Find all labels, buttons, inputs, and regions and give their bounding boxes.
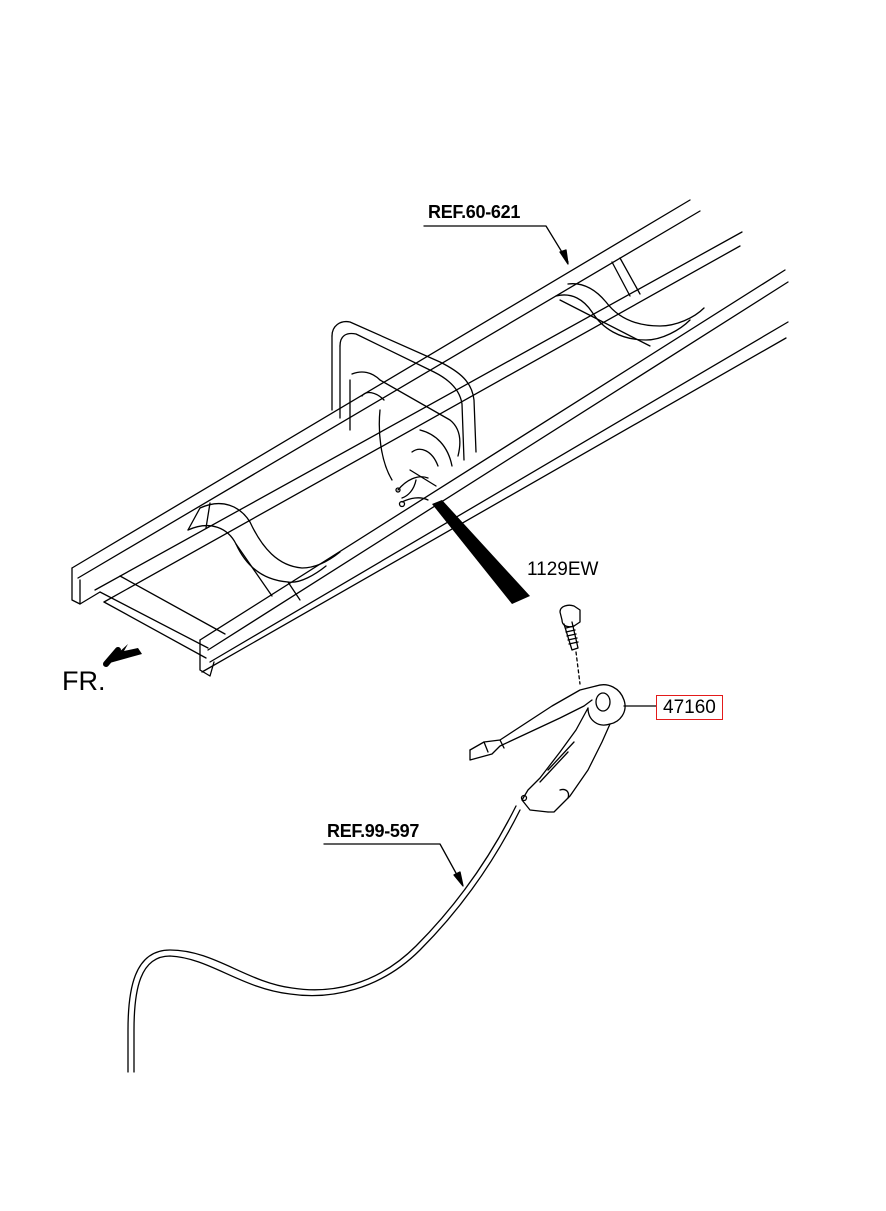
location-pointer <box>432 500 530 604</box>
front-direction-label: FR. <box>62 666 106 696</box>
lever-assembly <box>469 684 626 813</box>
lever-part-number: 47160 <box>656 695 723 720</box>
bolt-part <box>559 604 581 685</box>
frame-ref-leader <box>423 225 569 265</box>
parking-cable <box>127 805 521 1073</box>
cable-ref-label: REF.99-597 <box>327 821 420 841</box>
arrow-left-down-icon <box>103 644 142 667</box>
cable-ref-leader <box>323 843 464 887</box>
bolt-part-number: 1129EW <box>527 559 599 580</box>
frame-ref-label: REF.60-621 <box>428 202 521 222</box>
chassis-frame <box>71 199 789 677</box>
